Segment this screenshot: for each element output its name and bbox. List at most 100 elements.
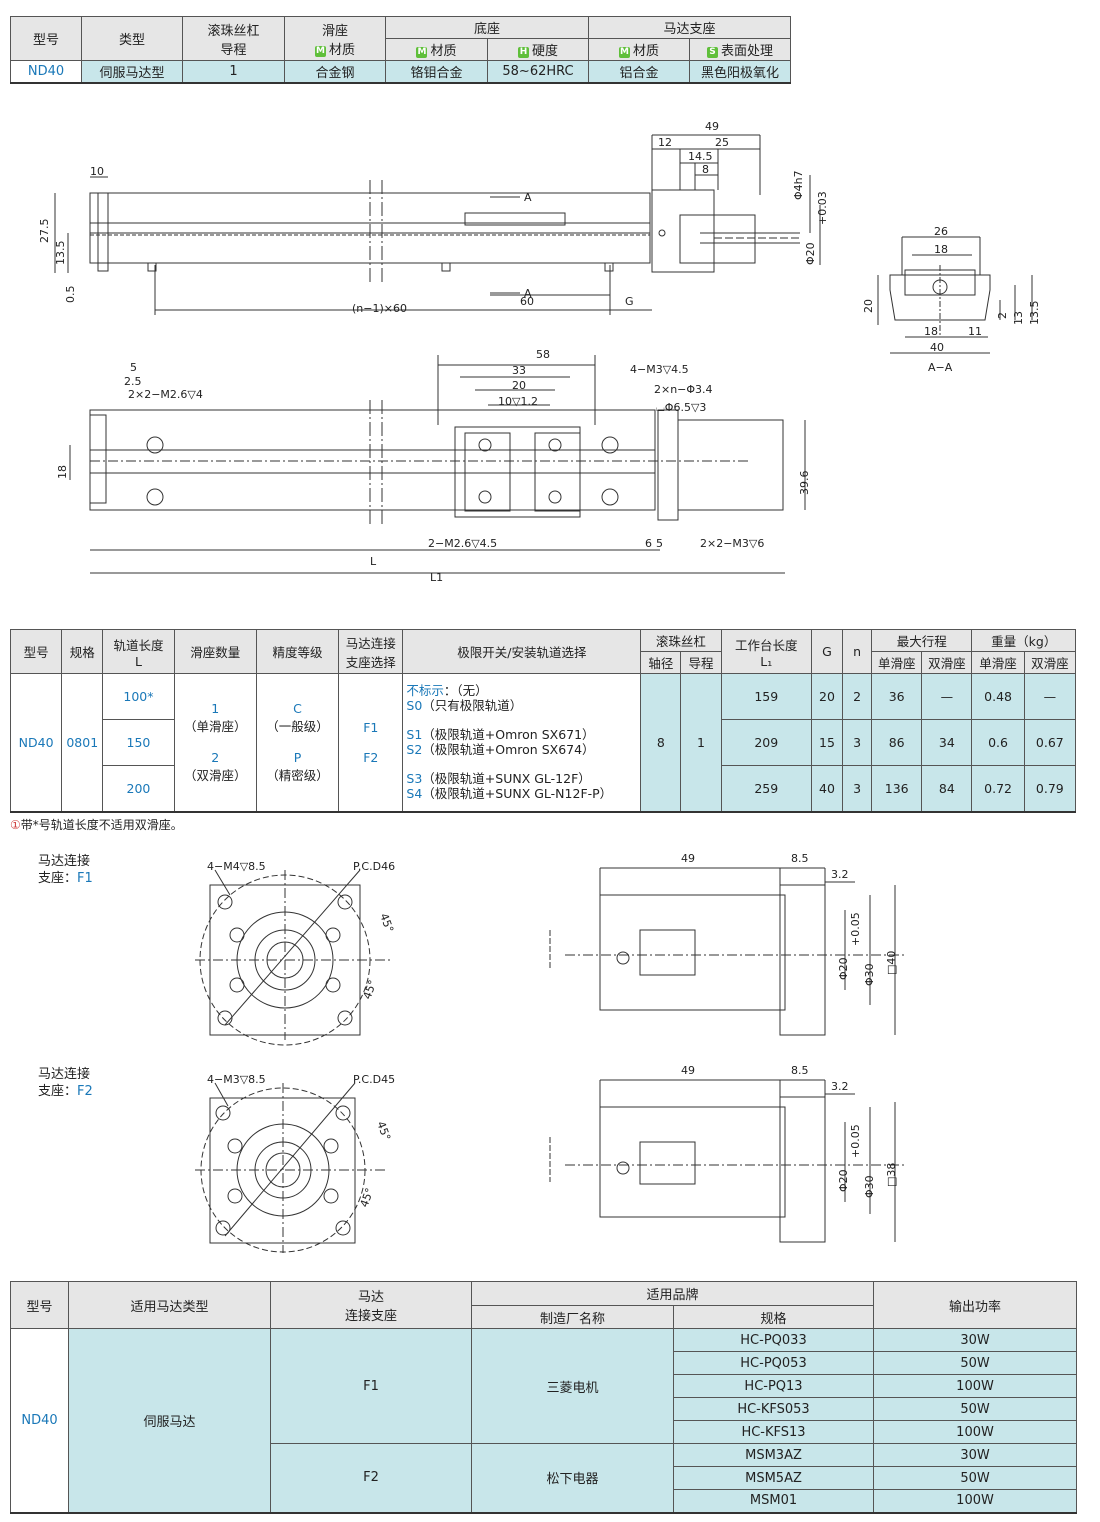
material-badge-icon: M — [314, 45, 326, 57]
row1-s1: 36 — [871, 673, 923, 720]
motor-spec: MSM3AZ — [672, 1443, 875, 1467]
f1-sq: □40 — [885, 951, 898, 975]
dim-g: G — [625, 295, 634, 308]
f1-tol: +0.05 — [849, 912, 862, 946]
motor-spec: HC-KFS13 — [672, 1420, 875, 1444]
f2-angle-1: 45° — [374, 1120, 393, 1143]
dim-27-5: 27.5 — [38, 219, 51, 244]
row2-s1: 86 — [871, 719, 923, 766]
opt-dia: 8 — [640, 673, 682, 813]
motor-maker-2: 松下电器 — [471, 1443, 674, 1514]
f2-phi30: Φ30 — [863, 1175, 876, 1198]
dim-20-aa: 20 — [862, 299, 875, 313]
f1-pcd-label: P.C.D46 — [353, 860, 395, 873]
spec-slider-material: 合金钢 — [284, 60, 386, 84]
opt-length-200: 200 — [102, 765, 175, 813]
f1-angle-2: 45° — [361, 978, 380, 1001]
opt-hdr-mount: 马达连接支座选择 — [338, 629, 404, 674]
motor-hdr-model: 型号 — [10, 1281, 69, 1329]
row1-L1: 159 — [720, 673, 812, 720]
motor-spec: HC-PQ033 — [672, 1328, 875, 1352]
motor-hdr-spec: 规格 — [672, 1305, 875, 1329]
motor-type: 伺服马达 — [68, 1328, 271, 1514]
footnote-icon: ① — [10, 818, 21, 832]
motor-hdr-brand: 适用品牌 — [470, 1281, 875, 1306]
motor-power: 100W — [873, 1489, 1078, 1514]
f2-w49: 49 — [681, 1064, 695, 1077]
motor-hdr-type: 适用马达类型 — [68, 1281, 271, 1329]
row1-w2: — — [1023, 673, 1077, 720]
row3-s2: 84 — [921, 765, 973, 813]
dim-6: 6 — [645, 537, 652, 550]
dim-L1: L1 — [430, 571, 443, 584]
mount-f2-side-drawing: 49 8.5 3.2 Φ20 Φ30 +0.05 □38 — [549, 1064, 905, 1243]
motor-spec: HC-PQ13 — [672, 1374, 875, 1398]
spec-lead: 1 — [182, 60, 285, 84]
dim-phi20: Φ20 — [804, 242, 817, 265]
dim-13-5-aa: 13.5 — [1028, 301, 1041, 326]
f2-angle-2: 45° — [358, 1186, 377, 1209]
row2-s2: 34 — [921, 719, 973, 766]
opt-hdr-double-w: 双滑座 — [1023, 651, 1077, 674]
opt-model: ND40 — [9, 673, 63, 813]
row2-w1: 0.6 — [971, 719, 1025, 766]
opt-hdr-single-w: 单滑座 — [971, 651, 1025, 674]
thread-m2-6: 2×2−M2.6▽4 — [128, 388, 203, 401]
hdr-type: 类型 — [81, 16, 183, 61]
opt-accuracy: C（一般级）P（精密级） — [255, 673, 340, 813]
opt-lead: 1 — [680, 673, 722, 813]
row2-n: 3 — [842, 719, 873, 766]
dim-39-6: 39.6 — [798, 471, 811, 496]
top-view-drawing: 58 33 20 10▽1.2 5 2.5 2×2−M2.6▽4 4−M3▽4.… — [56, 348, 811, 584]
opt-hdr-n: n — [842, 629, 873, 674]
motor-hdr-maker: 制造厂名称 — [471, 1305, 674, 1329]
thread-m3-b: 2×2−M3▽6 — [700, 537, 764, 550]
opt-hdr-accuracy: 精度等级 — [255, 629, 340, 674]
motor-model: ND40 — [10, 1328, 69, 1514]
hdr-screw: 滚珠丝杠导程 — [182, 16, 285, 61]
row3-L1: 259 — [720, 765, 812, 813]
dim-18-aa: 18 — [924, 325, 938, 338]
f2-hole-label: 4−M3▽8.5 — [207, 1073, 266, 1086]
dim-40: 40 — [930, 341, 944, 354]
opt-hdr-spec: 规格 — [61, 629, 104, 674]
motor-power: 100W — [873, 1420, 1078, 1444]
mount-f2-label: 马达连接 支座：F2 — [38, 1067, 93, 1099]
dim-phi20-tol: +0.03 — [816, 191, 829, 225]
motor-spec: MSM5AZ — [672, 1466, 875, 1490]
mount-f2-front-drawing: 4−M3▽8.5 P.C.D45 45° 45° — [195, 1073, 395, 1253]
opt-hdr-model: 型号 — [9, 629, 63, 674]
dim-phi4: Φ4h7 — [792, 170, 805, 200]
dim-49: 49 — [705, 120, 719, 133]
spec-motor-material: 铝合金 — [588, 60, 691, 84]
hdr-model: 型号 — [10, 16, 82, 61]
motor-spec: HC-PQ053 — [672, 1351, 875, 1375]
spec-motor-surface: 黑色阳极氧化 — [689, 60, 792, 84]
mount-f1-label: 马达连接 支座：F1 — [38, 854, 93, 886]
dim-18-top: 18 — [56, 465, 69, 479]
row3-w1: 0.72 — [971, 765, 1025, 813]
dim-5b: 5 — [656, 537, 663, 550]
spec-base-hardness: 58~62HRC — [486, 60, 590, 84]
motor-power: 50W — [873, 1397, 1078, 1421]
f2-w8-5: 8.5 — [791, 1064, 809, 1077]
opt-hdr-single: 单滑座 — [871, 651, 923, 674]
opt-length-100: 100* — [102, 673, 175, 720]
thread-m2-6-b: 2−M2.6▽4.5 — [428, 537, 497, 550]
f1-hole-label: 4−M4▽8.5 — [207, 860, 266, 873]
f2-phi20: Φ20 — [837, 1169, 850, 1192]
thread-m3: 4−M3▽4.5 — [630, 363, 689, 376]
section-aa-drawing: 26 18 20 2 13 13.5 18 11 40 A−A — [862, 225, 1041, 374]
dim-12: 12 — [658, 136, 672, 149]
motor-power: 30W — [873, 1443, 1078, 1467]
dim-2: 2 — [996, 312, 1009, 319]
motor-power: 100W — [873, 1374, 1078, 1398]
row1-s2: — — [921, 673, 973, 720]
row3-s1: 136 — [871, 765, 923, 813]
motor-power: 50W — [873, 1466, 1078, 1490]
